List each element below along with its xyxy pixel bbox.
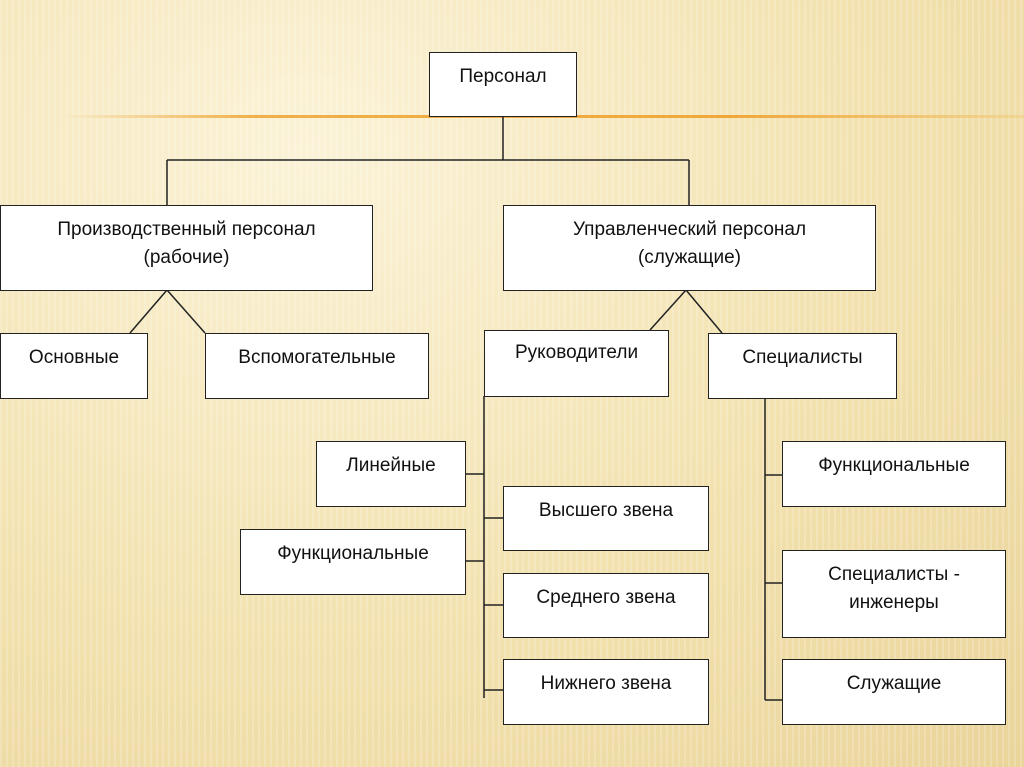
node-main-workers: Основные bbox=[0, 333, 148, 399]
node-auxiliary-workers: Вспомогательные bbox=[205, 333, 429, 399]
node-label: Специалисты - bbox=[828, 564, 960, 585]
node-clerks: Служащие bbox=[782, 659, 1006, 725]
node-specialists: Специалисты bbox=[708, 333, 897, 399]
node-label: Специалисты bbox=[742, 347, 863, 368]
node-personnel: Персонал bbox=[429, 52, 577, 117]
node-label: Высшего звена bbox=[538, 500, 674, 521]
node-managers: Руководители bbox=[484, 330, 669, 397]
node-label: Функциональные bbox=[818, 455, 970, 476]
node-label: Вспомогательные bbox=[238, 347, 396, 368]
node-label: Основные bbox=[28, 347, 120, 368]
node-production-personnel: Производственный персонал (рабочие) bbox=[0, 205, 373, 291]
node-label: (рабочие) bbox=[143, 246, 230, 268]
node-label: инженеры bbox=[849, 591, 939, 613]
node-functional-managers: Функциональные bbox=[240, 529, 466, 595]
node-label: Производственный персонал bbox=[57, 219, 316, 240]
node-management-personnel: Управленческий персонал (служащие) bbox=[503, 205, 876, 291]
node-label: Среднего звена bbox=[536, 587, 676, 608]
node-label: (служащие) bbox=[637, 246, 742, 268]
node-label: Персонал bbox=[459, 66, 547, 87]
node-top-level: Высшего звена bbox=[503, 486, 709, 551]
node-engineer-specialists: Специалисты - инженеры bbox=[782, 550, 1006, 638]
node-label: Управленческий персонал bbox=[572, 219, 807, 240]
node-middle-level: Среднего звена bbox=[503, 573, 709, 638]
node-line-managers: Линейные bbox=[316, 441, 466, 507]
node-lower-level: Нижнего звена bbox=[503, 659, 709, 725]
node-label: Руководители bbox=[514, 342, 639, 363]
node-label: Линейные bbox=[346, 455, 436, 476]
node-functional-specialists: Функциональные bbox=[782, 441, 1006, 507]
node-label: Служащие bbox=[846, 673, 942, 694]
node-label: Функциональные bbox=[277, 543, 429, 564]
node-label: Нижнего звена bbox=[540, 673, 672, 694]
